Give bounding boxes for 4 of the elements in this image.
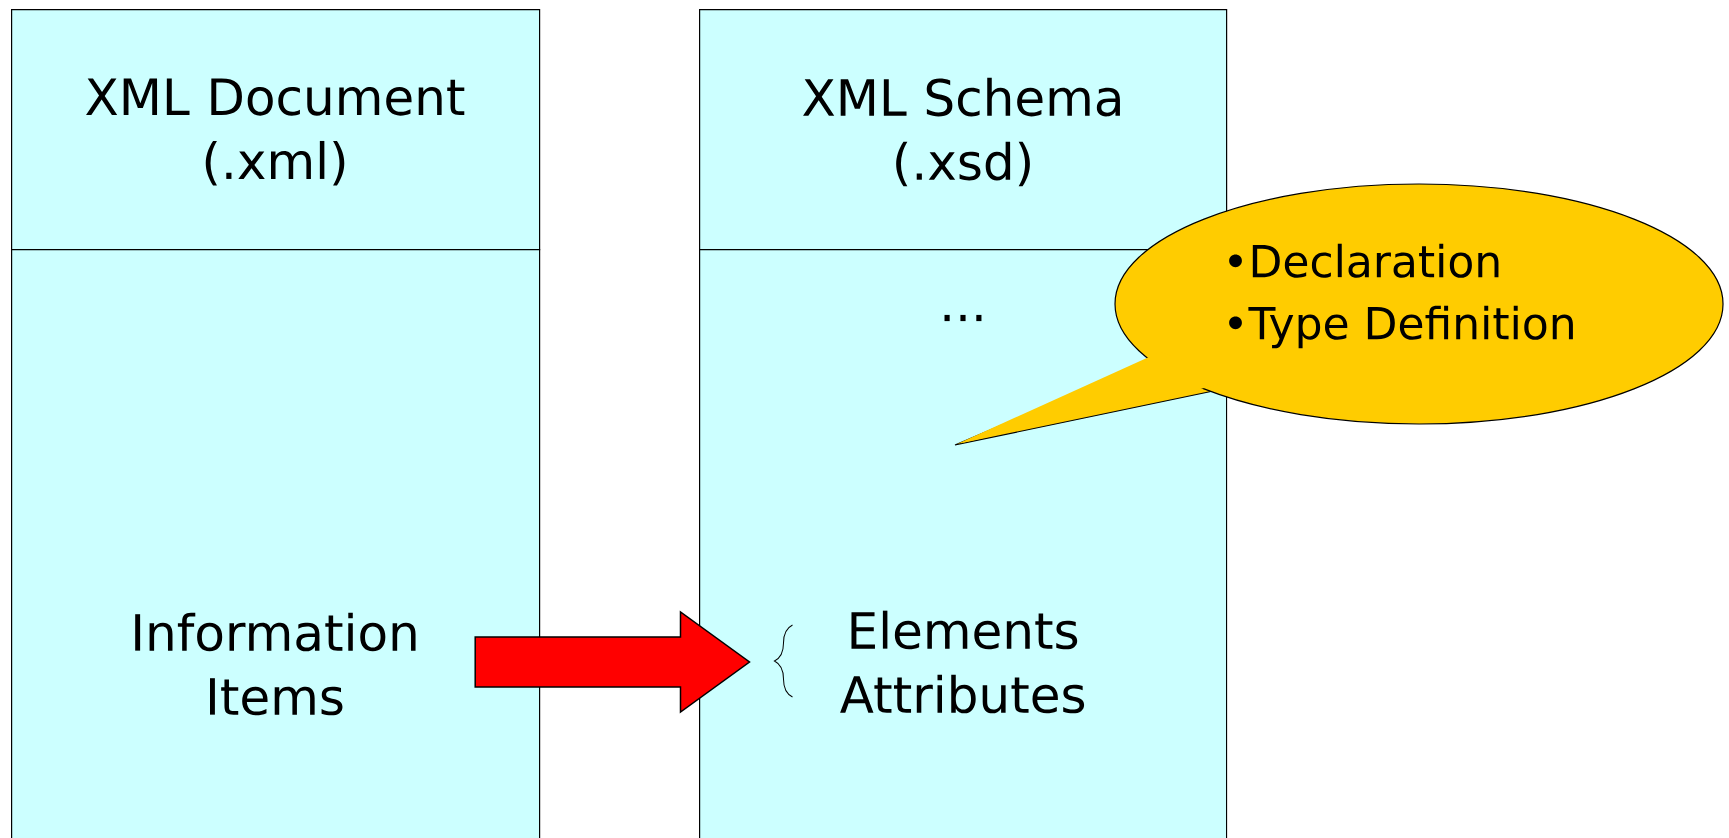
list-text: Elements Attributes (840, 610, 1085, 714)
block-arrow (474, 610, 751, 714)
table-cell: XML Document (.xml) (11, 9, 541, 251)
table-cell: XML Schema (.xsd) (699, 9, 1228, 251)
